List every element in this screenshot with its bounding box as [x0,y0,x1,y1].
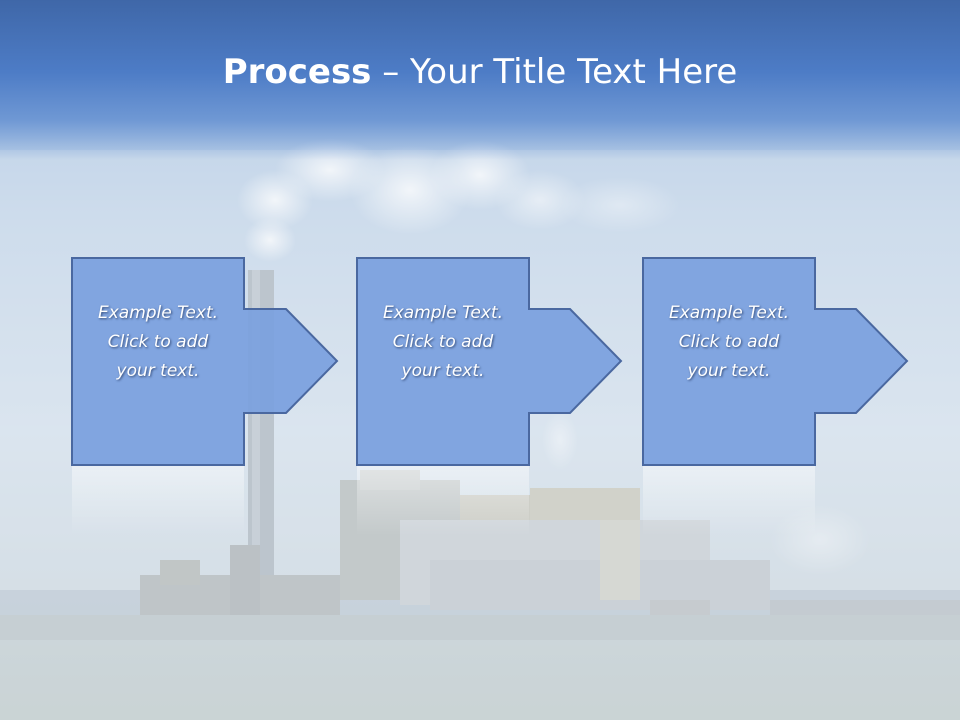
step-1-textbox[interactable]: Example Text. Click to add your text. [72,258,244,466]
step-2-text: Example Text. Click to add your text. [382,302,504,381]
step-3-shape[interactable] [642,257,909,466]
step-2-textbox[interactable]: Example Text. Click to add your text. [357,258,529,466]
slide-title[interactable]: Process – Your Title Text Here [0,52,960,92]
step-2-shape[interactable] [356,257,623,466]
step-3-textbox[interactable]: Example Text. Click to add your text. [643,258,815,466]
title-bold: Process [222,52,372,92]
step-1-reflection [72,466,244,536]
step-1-shape[interactable] [71,257,339,466]
step-3-text: Example Text. Click to add your text. [668,302,790,381]
step-3-reflection [643,466,815,536]
title-rest: – Your Title Text Here [371,52,738,92]
step-1-text: Example Text. Click to add your text. [97,302,219,381]
step-2-reflection [357,466,529,536]
title-band [0,0,960,160]
